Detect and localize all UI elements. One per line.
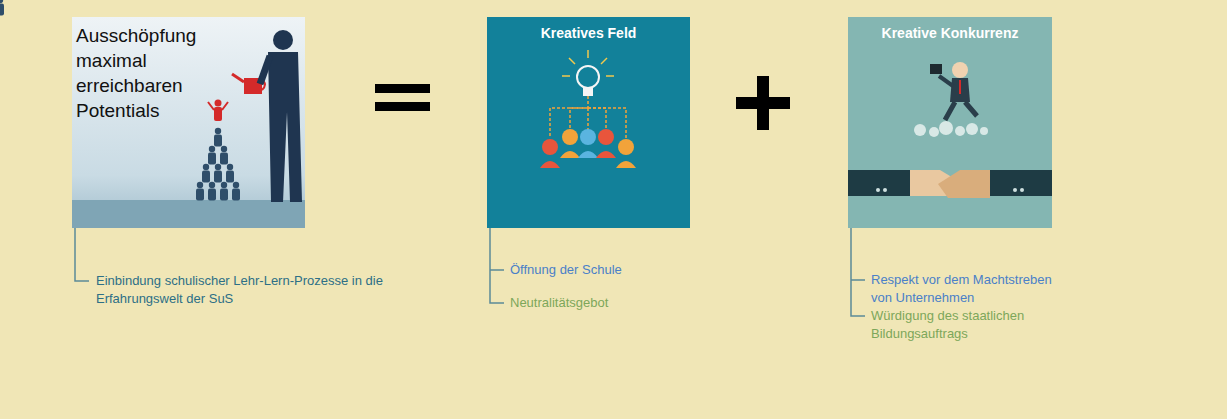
bullet-text: Würdigung des staatlichen Bildungsauftra… xyxy=(871,307,1076,343)
image-ground xyxy=(72,17,305,228)
box-title: Kreatives Feld xyxy=(493,25,684,41)
businessman xyxy=(260,30,302,202)
handshake xyxy=(848,170,1052,198)
bullet-text: Respekt vor dem Machtstreben von Unterne… xyxy=(871,271,1076,307)
running-businessman xyxy=(930,62,977,120)
gears xyxy=(914,121,988,137)
image-caption: Ausschöpfung maximal erreichbaren Potent… xyxy=(76,23,198,123)
equals-sign xyxy=(375,84,430,93)
plus-sign xyxy=(736,97,790,109)
image-box: Ausschöpfung maximal erreichbaren Potent… xyxy=(72,17,305,228)
concept-box: Kreatives Feld xyxy=(487,17,690,228)
bullet-text: Öffnung der Schule xyxy=(510,261,622,279)
box-title: Kreative Konkurrenz xyxy=(854,25,1046,41)
equals-sign xyxy=(375,102,430,111)
box-ground xyxy=(487,17,690,228)
bracket-line xyxy=(75,228,865,316)
bullet-text: Einbindung schulischer Lehr-Lern-Prozess… xyxy=(96,272,456,308)
floor xyxy=(72,200,305,228)
people-pyramid xyxy=(0,0,240,200)
top-figure xyxy=(208,100,228,122)
idea-network xyxy=(540,50,636,168)
concept-box: Kreative Konkurrenz xyxy=(848,17,1052,228)
box-ground xyxy=(848,17,1052,228)
bullet-text: Neutralitätsgebot xyxy=(510,294,608,312)
